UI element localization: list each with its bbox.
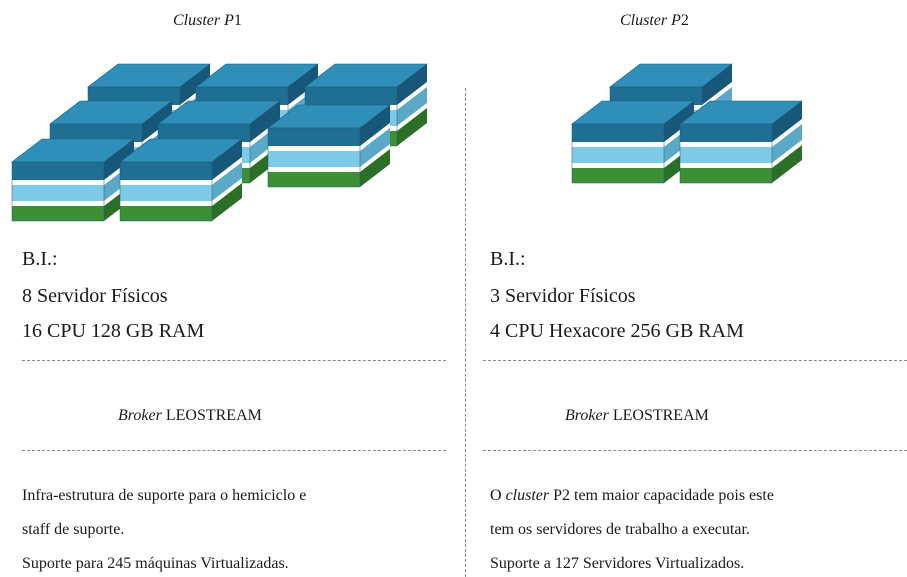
cluster-p1-broker-name: LEOSTREAM [165,407,262,424]
server-icon [571,100,695,184]
cluster-p2-servers [571,63,803,184]
cluster-p2-broker: Broker LEOSTREAM [565,407,709,425]
cluster-p2-desc-line2: tem os servidores de trabalho a executar… [490,521,750,538]
cluster-p2-specs: 4 CPU Hexacore 256 GB RAM [490,320,744,342]
cluster-p2-desc-line1-pre: O [490,487,506,504]
cluster-p2-desc-line3: Suporte a 127 Servidores Virtualizados. [490,555,745,572]
cluster-p1-broker-label: Broker [118,407,162,424]
cluster-p1-title: Cluster P1 [173,12,242,30]
cluster-p2-title-label: Cluster P [620,12,681,29]
cluster-p1-desc-line3: Suporte para 245 máquinas Virtualizadas. [22,555,289,572]
cluster-p2-bi-label: B.I.: [490,248,526,270]
cluster-p1-servers-count: 8 Servidor Físicos [22,285,168,307]
cluster-p2-desc-line1-italic: cluster [505,487,550,504]
server-illustrations [11,63,803,222]
separator-p1-lower [22,450,446,451]
cluster-p1-bi-label: B.I.: [22,248,58,270]
cluster-p2-servers-count: 3 Servidor Físicos [490,285,636,307]
server-icon [11,138,135,222]
cluster-p2-title-number: 2 [680,12,689,29]
cluster-p1-broker: Broker LEOSTREAM [118,407,262,425]
cluster-p1-title-label: Cluster P [173,12,234,29]
cluster-p1-servers [11,63,428,222]
cluster-p1-specs: 16 CPU 128 GB RAM [22,320,205,342]
cluster-p2-desc-line1: O cluster P2 tem maior capacidade pois e… [490,487,774,505]
separator-p2-upper [483,360,907,361]
cluster-p2-broker-label: Broker [565,407,609,424]
cluster-p1-desc-line2: staff de suporte. [22,521,125,538]
vertical-divider [465,88,466,577]
separator-p1-upper [22,360,446,361]
server-icon [119,138,243,222]
cluster-p2-broker-name: LEOSTREAM [612,407,709,424]
cluster-p1-title-number: 1 [233,12,242,29]
cluster-p2-desc-line1-post: P2 tem maior capacidade pois este [549,487,774,504]
separator-p2-lower [483,450,907,451]
server-icon [267,104,391,188]
server-icon [679,100,803,184]
cluster-p1-desc-line1: Infra-estrutura de suporte para o hemici… [22,487,307,504]
cluster-p2-title: Cluster P2 [620,12,689,30]
